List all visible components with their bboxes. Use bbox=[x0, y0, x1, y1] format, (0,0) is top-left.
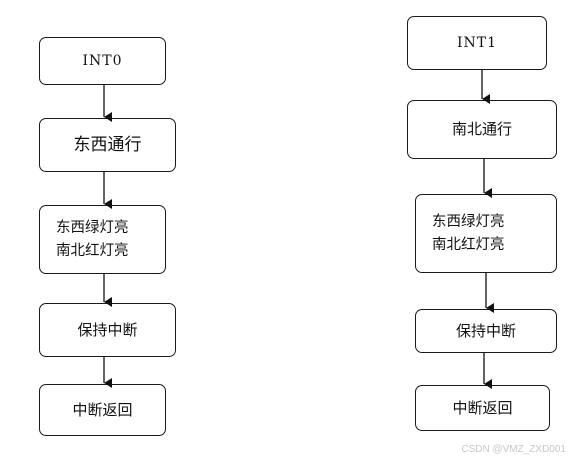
right-step4-label: 中断返回 bbox=[452, 398, 513, 417]
right-step4-node: 中断返回 bbox=[415, 385, 550, 431]
right-step2-line2: 南北红灯亮 bbox=[432, 236, 505, 253]
right-step3-node: 保持中断 bbox=[415, 309, 557, 353]
left-step2-line1: 东西绿灯亮 bbox=[56, 220, 129, 236]
left-step2-line2: 南北红灯亮 bbox=[56, 242, 129, 259]
left-start-node: INT0 bbox=[39, 37, 166, 85]
left-step3-label: 保持中断 bbox=[77, 320, 138, 339]
right-start-label: INT1 bbox=[456, 35, 498, 51]
left-step1-label: 东西通行 bbox=[73, 134, 142, 155]
left-step4-label: 中断返回 bbox=[72, 400, 133, 419]
left-step4-node: 中断返回 bbox=[39, 384, 166, 436]
right-step3-label: 保持中断 bbox=[455, 321, 516, 340]
watermark: CSDN @VMZ_ZXD001 bbox=[461, 444, 566, 455]
left-start-label: INT0 bbox=[82, 53, 123, 69]
right-step2-line1: 东西绿灯亮 bbox=[432, 214, 505, 230]
right-step1-label: 南北通行 bbox=[451, 120, 512, 138]
left-step2-node: 东西绿灯亮 南北红灯亮 bbox=[39, 205, 166, 274]
right-start-node: INT1 bbox=[407, 16, 547, 70]
left-step1-node: 东西通行 bbox=[39, 118, 176, 172]
